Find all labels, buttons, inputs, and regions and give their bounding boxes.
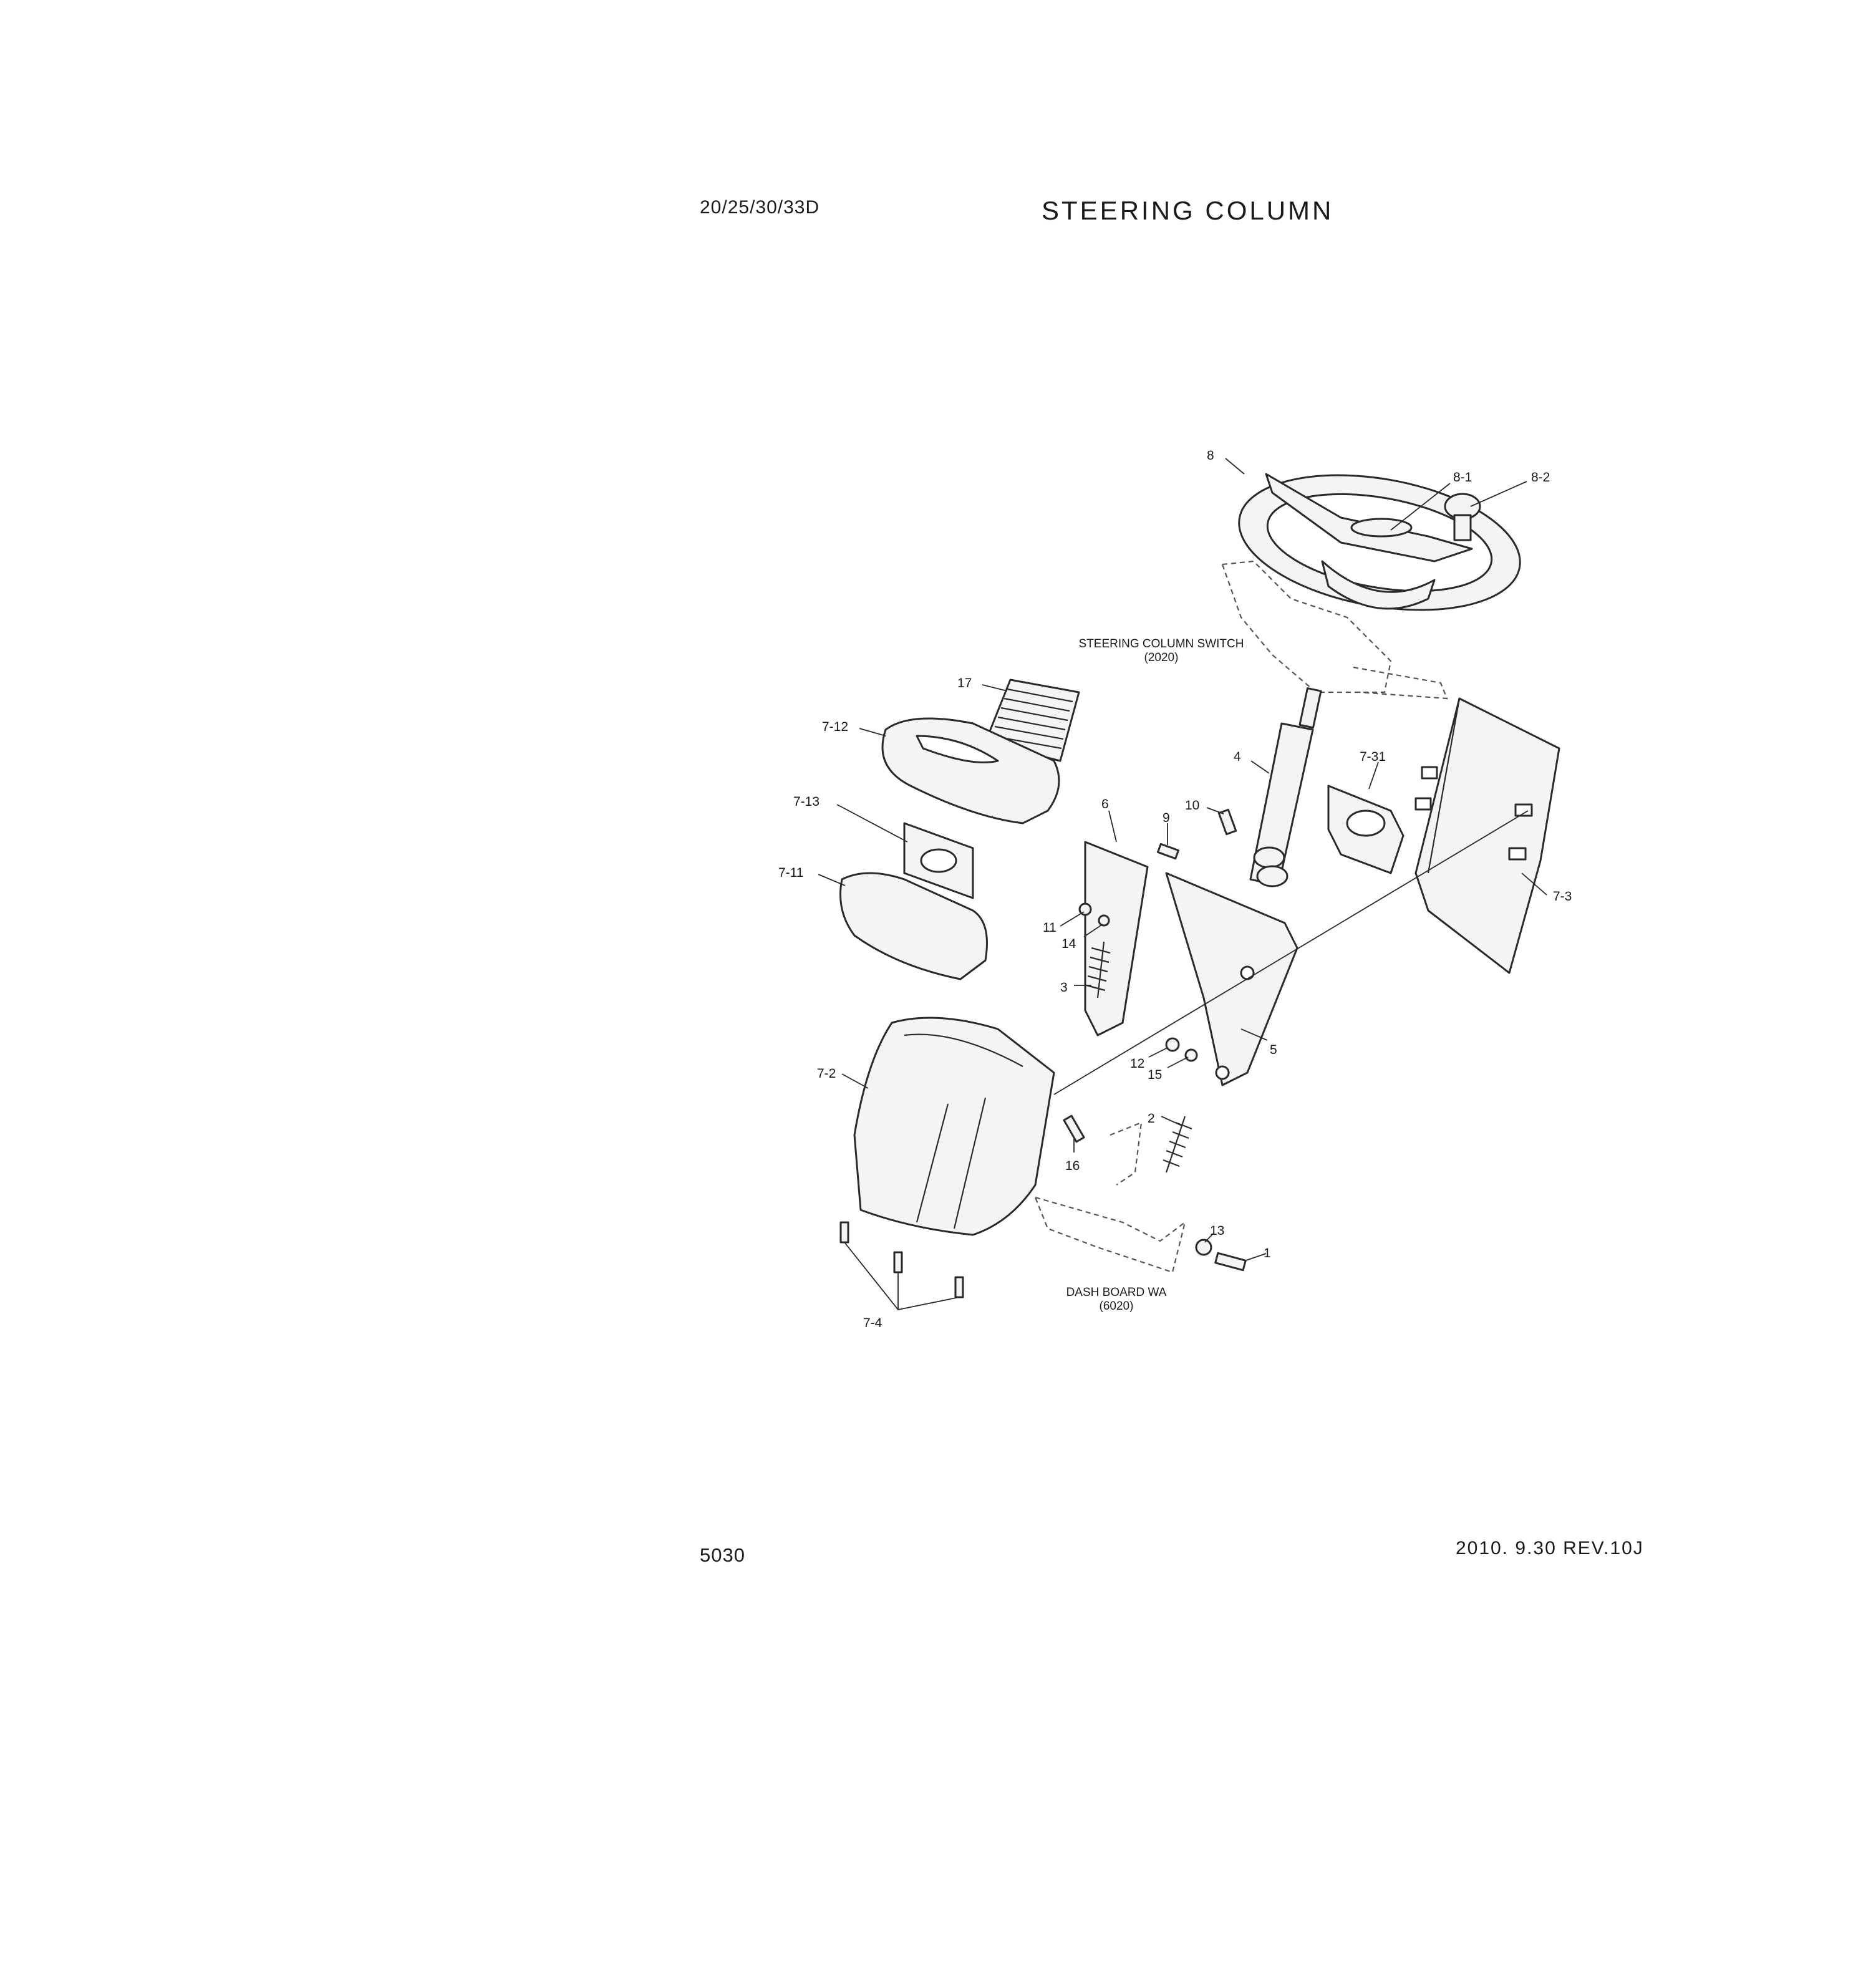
callout-14: 14 — [1061, 937, 1076, 951]
upper-shroud — [881, 717, 1060, 824]
column-shaft — [1249, 687, 1322, 887]
fastener-bolt-10 — [1217, 808, 1237, 836]
ref-dash-code: (6020) — [1100, 1300, 1134, 1313]
page-title: STEERING COLUMN — [1042, 196, 1334, 225]
callout-7-3: 7-3 — [1553, 889, 1572, 904]
fastener-washer-14 — [1098, 914, 1110, 927]
tilt-bracket — [1084, 841, 1298, 1086]
ref-switch-name: STEERING COLUMN SWITCH — [1079, 637, 1244, 650]
lower-shroud — [853, 1017, 1055, 1236]
column-clamp-upper — [1327, 785, 1405, 874]
steering-column-switch-outline — [1221, 560, 1448, 700]
callout-16: 16 — [1065, 1159, 1080, 1173]
callout-8: 8 — [1207, 448, 1214, 463]
dash-board-outline — [1034, 1121, 1186, 1273]
callout-11: 11 — [1043, 921, 1056, 935]
fastener-bolt-9 — [1157, 843, 1179, 860]
callout-1: 1 — [1264, 1246, 1271, 1260]
callout-7-11: 7-11 — [778, 866, 803, 880]
callout-12: 12 — [1130, 1056, 1144, 1071]
callout-13: 13 — [1210, 1224, 1224, 1238]
callout-10: 10 — [1185, 798, 1199, 813]
callout-4: 4 — [1234, 750, 1241, 764]
fastener-washer-13 — [1195, 1239, 1212, 1256]
callout-9: 9 — [1163, 811, 1170, 825]
leader-lines — [818, 458, 1547, 1310]
ref-dash-name: DASH BOARD WA — [1066, 1286, 1167, 1299]
spring-lower — [1163, 1116, 1192, 1173]
callout-3: 3 — [1060, 980, 1068, 995]
fastener-washer-15 — [1184, 1048, 1198, 1062]
steering-knob — [1444, 493, 1481, 541]
model-code: 20/25/30/33D — [700, 197, 820, 218]
steering-wheel — [1238, 473, 1521, 611]
fastener-bolt-1 — [1214, 1252, 1247, 1272]
dashboard-cover — [1414, 697, 1560, 974]
callout-6: 6 — [1101, 797, 1109, 811]
fastener-nut-12 — [1165, 1037, 1180, 1052]
callout-2: 2 — [1148, 1111, 1155, 1126]
callout-7-4: 7-4 — [863, 1316, 882, 1330]
callout-7-12: 7-12 — [822, 720, 848, 734]
assembly-line — [1053, 810, 1529, 1095]
callout-8-2: 8-2 — [1531, 470, 1550, 485]
fastener-bolt-16 — [1063, 1114, 1085, 1143]
lower-trim — [839, 872, 988, 980]
callout-15: 15 — [1148, 1068, 1162, 1082]
callout-5: 5 — [1270, 1043, 1277, 1057]
callout-7-13: 7-13 — [793, 795, 820, 809]
callout-8-1: 8-1 — [1453, 470, 1472, 485]
callout-7-2: 7-2 — [817, 1066, 836, 1081]
callout-17: 17 — [957, 676, 972, 690]
ref-switch-code: (2020) — [1144, 651, 1179, 664]
spring-upper — [1086, 941, 1111, 998]
page-number: 5030 — [700, 1544, 745, 1566]
callout-7-31: 7-31 — [1360, 750, 1386, 764]
revision-date: 2010. 9.30 REV.10J — [1456, 1538, 1644, 1558]
column-clamp-lower — [903, 822, 974, 899]
